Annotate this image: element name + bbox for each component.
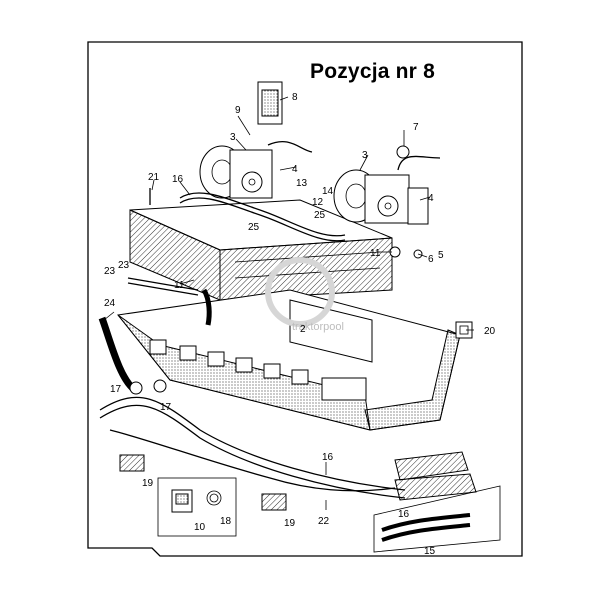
callout-19-left: 19 xyxy=(142,478,154,489)
callout-15: 15 xyxy=(424,546,436,557)
callout-16-mid: 16 xyxy=(322,452,334,463)
callout-6: 6 xyxy=(428,254,434,265)
leader-lines xyxy=(103,96,474,510)
housing-tray xyxy=(117,289,461,431)
callout-17-left: 17 xyxy=(110,384,122,395)
watermark-logo xyxy=(265,257,335,327)
callout-7: 7 xyxy=(413,122,419,133)
callout-4-right: 4 xyxy=(428,193,434,204)
callout-11-right: 11 xyxy=(370,248,381,259)
blower-motor-right xyxy=(333,145,441,225)
callout-22: 22 xyxy=(318,516,330,527)
callout-16-inset: 16 xyxy=(398,509,410,520)
inset-box-clips xyxy=(157,477,237,537)
callout-5: 5 xyxy=(438,250,444,261)
callout-3-left: 3 xyxy=(230,132,236,143)
callout-18: 18 xyxy=(220,516,232,527)
clip-19-right xyxy=(261,493,287,511)
diagram-title: Pozycja nr 8 xyxy=(310,60,435,83)
lower-pipes xyxy=(99,396,406,499)
fitting-17-right xyxy=(153,379,167,393)
callout-12: 12 xyxy=(312,197,324,208)
callout-labels: 2 3 3 4 4 5 6 7 8 9 10 11 11 12 13 14 15… xyxy=(104,92,496,557)
callout-25-left: 25 xyxy=(248,222,260,233)
callout-13: 13 xyxy=(296,178,308,189)
watermark-text: traktorpool xyxy=(292,321,344,333)
callout-17-right: 17 xyxy=(160,402,172,413)
page-frame xyxy=(87,41,523,557)
fitting-17-left xyxy=(129,381,143,395)
callout-24: 24 xyxy=(104,298,116,309)
clip-19-left xyxy=(119,454,145,472)
callout-4-left: 4 xyxy=(292,164,298,175)
strip-23 xyxy=(127,277,199,291)
pipe-stubs-right xyxy=(394,451,477,501)
callout-11-left: 11 xyxy=(174,280,185,291)
callout-10: 10 xyxy=(194,522,206,533)
callout-8: 8 xyxy=(292,92,298,103)
callout-25-right: 25 xyxy=(314,210,326,221)
pipe-upper xyxy=(179,192,346,237)
callout-16-top: 16 xyxy=(172,174,184,185)
callout-23-b: 23 xyxy=(118,260,130,271)
hose-left-small xyxy=(201,288,212,326)
callout-19-right: 19 xyxy=(284,518,296,529)
callout-2: 2 xyxy=(300,324,306,335)
callout-14: 14 xyxy=(322,186,334,197)
pipe-upper-inner xyxy=(179,197,346,242)
inset-box-pipes xyxy=(373,485,501,553)
callout-20: 20 xyxy=(484,326,496,337)
callout-23-a: 23 xyxy=(104,266,116,277)
blower-motor-left xyxy=(199,81,313,199)
callout-9: 9 xyxy=(235,105,241,116)
callout-21: 21 xyxy=(148,172,160,183)
callout-3-right: 3 xyxy=(362,150,368,161)
